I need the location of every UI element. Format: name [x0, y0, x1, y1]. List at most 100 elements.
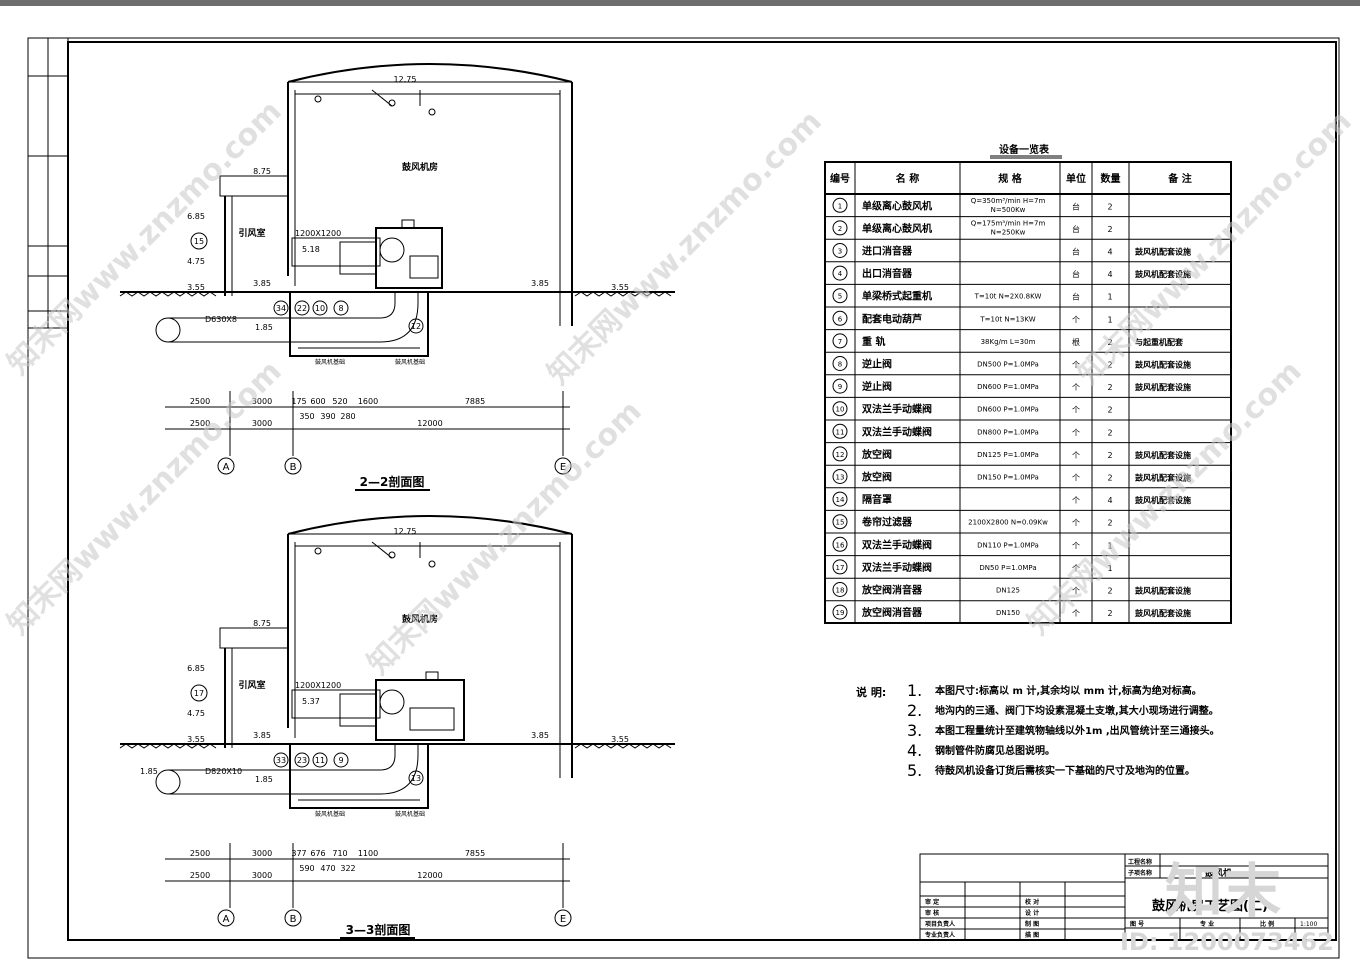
callout-22-marker [294, 300, 310, 316]
project-lead-label: 项目负责人 [925, 920, 956, 928]
row-number-marker [832, 582, 848, 597]
duct-size: 1200X1200 [295, 681, 341, 690]
dimension-value: 676 [310, 849, 325, 858]
side-room-roof [219, 627, 289, 649]
equipment-remark: 鼓风机配套设施 [1135, 608, 1191, 618]
equipment-name: 双法兰手动蝶阀 [862, 538, 932, 551]
pipe-left-elevation: 1.85 [140, 767, 158, 776]
room-label: 鼓风机房 [402, 613, 438, 625]
pipe-spec: D630X8 [205, 315, 237, 324]
duct-elevation: 5.18 [302, 245, 320, 254]
equipment-qty: 1 [1107, 541, 1112, 550]
callout-10: 10 [315, 304, 325, 313]
equipment-qty: 4 [1107, 248, 1112, 257]
equipment-name: 放空阀 [861, 471, 892, 484]
room-label: 鼓风机房 [402, 161, 438, 173]
equipment-unit: 个 [1072, 609, 1080, 618]
table-header: 单位 [1066, 172, 1086, 185]
equipment-unit: 台 [1072, 247, 1080, 257]
dimension-value: 710 [332, 849, 347, 858]
callout-12: 12 [411, 322, 421, 331]
row-number-marker [832, 604, 848, 620]
row-number: 1 [838, 202, 842, 210]
notes-label: 说 明: [856, 685, 886, 699]
equipment-spec: DN600 P=1.0MPa [977, 383, 1039, 391]
equipment-unit: 个 [1072, 519, 1080, 528]
equipment-name: 配套电动葫芦 [862, 312, 922, 325]
dimension-value: 350 [299, 412, 314, 421]
equipment-name: 放空阀消音器 [861, 606, 923, 619]
callout-23: 23 [297, 756, 307, 765]
equipment-unit: 台 [1072, 201, 1080, 211]
equipment-unit: 个 [1072, 541, 1080, 550]
note-text: 本图尺寸:标高以 m 计,其余均以 mm 计,标高为绝对标高。 [935, 684, 1202, 697]
row-number: 17 [836, 564, 845, 572]
axis-label: E [560, 914, 566, 925]
axis-bubble [284, 909, 302, 927]
row-number-marker [832, 288, 848, 304]
axis-bubble [217, 457, 235, 475]
table-header: 规 格 [998, 172, 1022, 185]
axis-bubble [217, 909, 235, 927]
equipment-name: 隔音罩 [862, 493, 892, 506]
equipment-name: 单梁桥式起重机 [862, 290, 932, 303]
equipment-name: 单级离心鼓风机 [862, 222, 932, 235]
equipment-qty: 2 [1107, 587, 1112, 596]
row-number-marker [832, 536, 848, 552]
equipment-qty: 1 [1107, 293, 1112, 302]
sub-project-value: 鼓风机 [1205, 867, 1232, 879]
equipment-qty: 2 [1107, 225, 1112, 234]
pipe-elevation: 1.85 [255, 323, 273, 332]
row-number: 2 [838, 225, 842, 233]
equipment-name: 出口消音器 [862, 267, 913, 280]
dimension-value: 1600 [358, 397, 378, 406]
filter-base-elevation: 4.75 [187, 709, 205, 718]
pipe-spec: D820X10 [205, 767, 242, 776]
note-number: 5. [907, 761, 922, 780]
equipment-remark: 与起重机配套 [1135, 337, 1184, 347]
callout-34-marker [273, 300, 289, 316]
equipment-name: 进口消音器 [862, 245, 913, 258]
callout-33: 33 [276, 756, 286, 765]
design-label: 设 计 [1025, 909, 1039, 917]
callout-13: 13 [411, 774, 421, 783]
equipment-qty: 2 [1107, 519, 1112, 528]
callout-11: 11 [315, 756, 325, 765]
discipline-lead-label: 专业负责人 [925, 931, 956, 939]
row-number: 9 [838, 383, 842, 391]
blower-enclosure [375, 227, 443, 289]
equipment-spec: DN600 P=1.0MPa [977, 406, 1039, 414]
callout-12-marker [408, 318, 424, 334]
equipment-spec: DN110 P=1.0MPa [977, 541, 1039, 549]
equipment-remark: 鼓风机配套设施 [1135, 269, 1191, 279]
equipment-name: 放空阀 [861, 448, 892, 461]
foundation-label: 鼓风机基础 [315, 810, 345, 818]
equipment-unit: 个 [1072, 451, 1080, 460]
row-number: 16 [836, 541, 845, 549]
callout-filter-marker [190, 232, 208, 250]
equipment-qty: 2 [1107, 609, 1112, 618]
note-number: 1. [907, 681, 922, 700]
equipment-unit: 个 [1072, 474, 1080, 483]
blower-icon [379, 689, 405, 715]
row-number: 7 [838, 338, 842, 346]
floor-elevation-left: 3.85 [253, 279, 271, 288]
scale-value: 1:100 [1300, 921, 1317, 928]
roof-elevation: 12.75 [394, 527, 417, 536]
outer-frame [27, 37, 1340, 959]
ground-elevation-left: 3.55 [187, 283, 205, 292]
discipline-label: 专 业 [1200, 920, 1214, 928]
foundation-label: 鼓风机基础 [315, 358, 345, 366]
axis-bubble [554, 909, 572, 927]
watermark-text: 知末网www.znzmo.com [541, 104, 829, 392]
ground-elevation-right: 3.55 [611, 735, 629, 744]
equipment-qty: 4 [1107, 270, 1112, 279]
dimension-value: 7855 [465, 849, 485, 858]
axis-label: B [290, 462, 297, 473]
row-number-marker [832, 401, 848, 417]
equipment-name: 双法兰手动蝶阀 [862, 403, 932, 416]
pipe-trench [289, 744, 429, 809]
equipment-unit: 个 [1072, 587, 1080, 596]
